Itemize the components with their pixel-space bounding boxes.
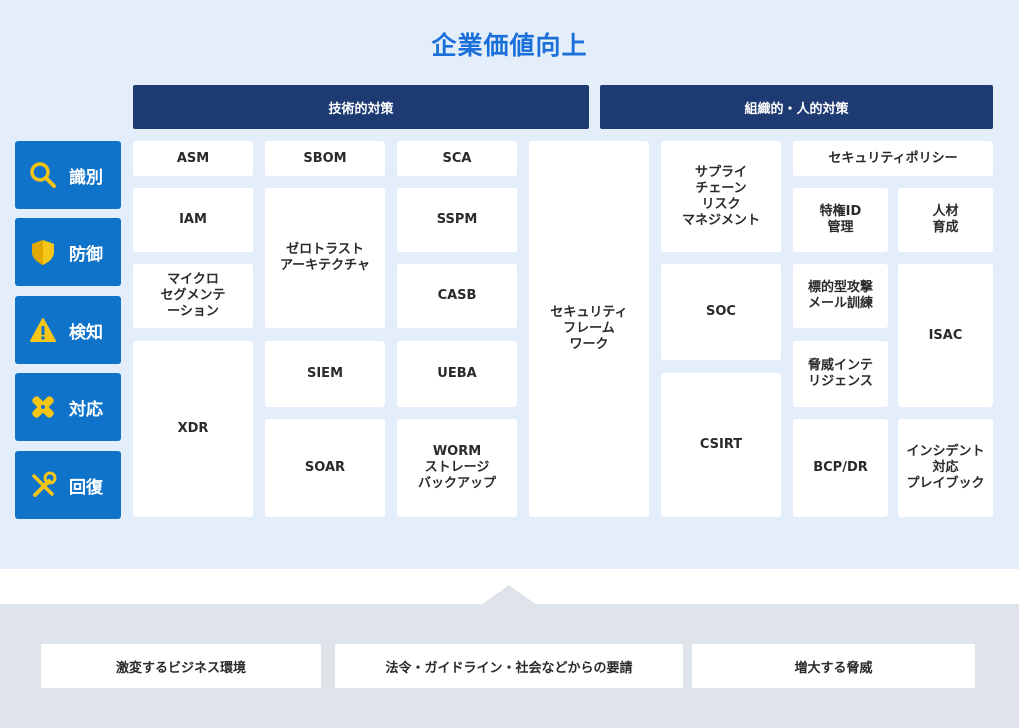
cell-soc: SOC [661,264,781,360]
cell-sspm: SSPM [397,188,517,252]
header-organizational: 組織的・人的対策 [600,85,993,129]
cell-security-framework: セキュリティ フレーム ワーク [529,141,649,517]
up-arrow [481,585,537,605]
phase-label: 識別 [69,167,103,188]
phase-identify: 識別 [15,141,121,209]
cell-ueba: UEBA [397,341,517,407]
warning-icon [29,316,57,344]
cell-sbom: SBOM [265,141,385,176]
cell-asm: ASM [133,141,253,176]
phase-detect: 検知 [15,296,121,364]
cell-siem: SIEM [265,341,385,407]
phase-label: 対応 [69,399,103,420]
driver-threats: 増大する脅威 [692,644,975,688]
cell-zero-trust: ゼロトラスト アーキテクチャ [265,188,385,328]
magnifier-icon [29,161,57,189]
cell-micro-segmentation: マイクロ セグメンテ ーション [133,264,253,328]
cell-talent-development: 人材 育成 [898,188,993,252]
driver-regulations: 法令・ガイドライン・社会などからの要請 [335,644,683,688]
phase-label: 回復 [69,477,103,498]
cell-sca: SCA [397,141,517,176]
cell-worm-storage: WORM ストレージ バックアップ [397,419,517,517]
bandage-icon [29,393,57,421]
cell-incident-playbook: インシデント 対応 プレイブック [898,419,993,517]
shield-icon [29,238,57,266]
page-title: 企業価値向上 [431,31,588,60]
cell-casb: CASB [397,264,517,328]
header-technical: 技術的対策 [133,85,589,129]
cell-privileged-id: 特権ID 管理 [793,188,888,252]
cell-xdr: XDR [133,341,253,517]
cell-bcp-dr: BCP/DR [793,419,888,517]
cell-supply-chain: サプライ チェーン リスク マネジメント [661,141,781,252]
phase-label: 防御 [69,244,103,265]
cell-isac: ISAC [898,264,993,407]
driver-business-environment: 激変するビジネス環境 [41,644,321,688]
cell-threat-intelligence: 脅威インテ リジェンス [793,341,888,407]
phase-protect: 防御 [15,218,121,286]
cell-csirt: CSIRT [661,373,781,517]
cell-security-policy: セキュリティポリシー [793,141,993,176]
tools-icon [29,471,57,499]
phase-respond: 対応 [15,373,121,441]
phase-label: 検知 [69,322,103,343]
cell-soar: SOAR [265,419,385,517]
cell-phishing-training: 標的型攻撃 メール訓練 [793,264,888,328]
phase-recover: 回復 [15,451,121,519]
cell-iam: IAM [133,188,253,252]
